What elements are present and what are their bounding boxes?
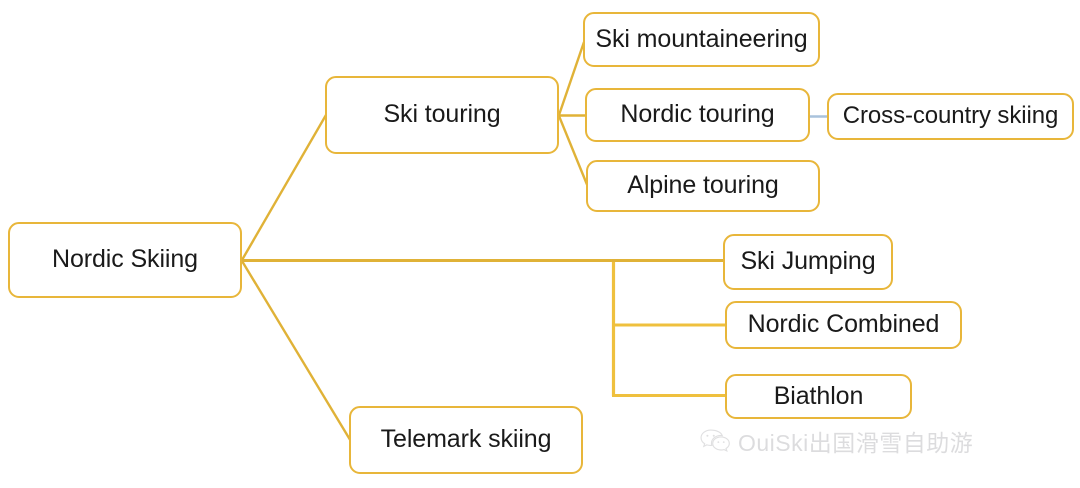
node-label: Cross-country skiing: [842, 102, 1059, 130]
edge-ski-touring-to-ski-mountaineering: [557, 41, 586, 116]
node-label: Telemark skiing: [380, 425, 552, 454]
node-ski-jumping[interactable]: Ski Jumping: [723, 234, 893, 290]
node-label: Nordic Combined: [747, 310, 940, 339]
node-alpine-touring[interactable]: Alpine touring: [586, 160, 820, 212]
node-label: Ski Jumping: [740, 247, 876, 276]
node-cross-country-skiing[interactable]: Cross-country skiing: [827, 93, 1074, 140]
edge-root-to-telemark-skiing: [240, 260, 354, 444]
node-ski-mountaineering[interactable]: Ski mountaineering: [583, 12, 820, 67]
node-label: Biathlon: [773, 381, 864, 410]
node-label: Nordic Skiing: [52, 245, 198, 274]
node-label: Ski mountaineering: [595, 24, 808, 53]
node-label: Ski touring: [383, 100, 501, 129]
node-biathlon[interactable]: Biathlon: [725, 374, 912, 419]
node-nordic-combined[interactable]: Nordic Combined: [725, 301, 962, 349]
node-ski-touring[interactable]: Ski touring: [325, 76, 559, 154]
node-label: Alpine touring: [627, 171, 779, 200]
node-nordic-skiing[interactable]: Nordic Skiing: [8, 222, 242, 298]
edge-ski-touring-to-alpine-touring: [557, 115, 590, 188]
edge-root-to-ski-touring: [240, 114, 328, 261]
node-telemark-skiing[interactable]: Telemark skiing: [349, 406, 583, 474]
node-nordic-touring[interactable]: Nordic touring: [585, 88, 810, 142]
node-label: Nordic touring: [620, 100, 775, 129]
